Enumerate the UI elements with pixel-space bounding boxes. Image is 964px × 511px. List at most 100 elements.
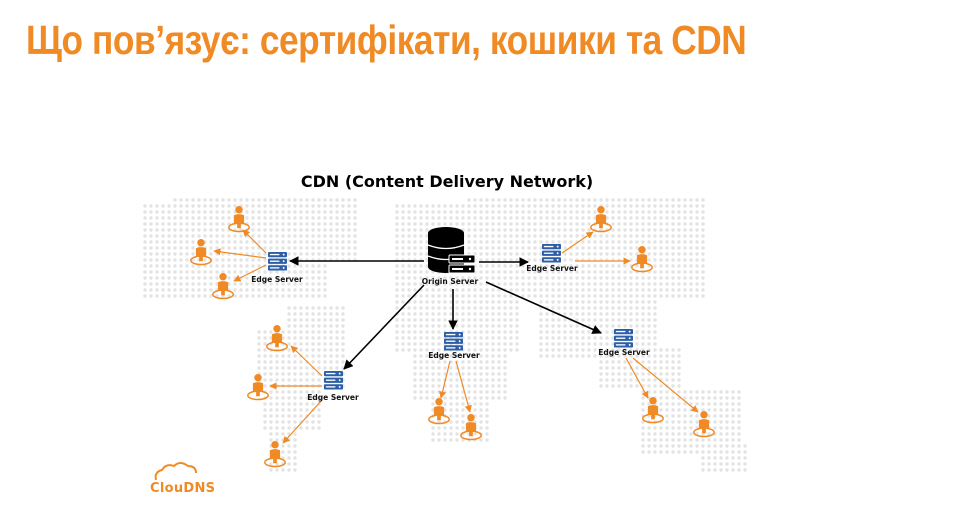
map-dot [479,426,483,430]
map-dot [599,276,603,280]
map-dot [335,198,339,202]
map-dot [173,252,177,256]
map-dot [659,444,663,448]
map-dot [647,222,651,226]
map-dot [563,204,567,208]
map-dot [161,234,165,238]
map-dot [143,270,147,274]
map-dot [419,324,423,328]
map-dot [659,246,663,250]
map-dot [455,204,459,208]
map-dot [323,318,327,322]
map-dot [443,390,447,394]
map-dot [203,288,207,292]
map-dot [653,330,657,334]
map-dot [263,354,267,358]
map-dot [155,228,159,232]
map-dot [455,312,459,316]
map-dot [419,300,423,304]
map-dot [563,324,567,328]
map-dot [641,216,645,220]
map-dot [731,396,735,400]
map-dot [425,204,429,208]
map-dot [677,258,681,262]
map-dot [539,324,543,328]
map-dot [575,312,579,316]
map-dot [641,342,645,346]
map-dot [287,198,291,202]
map-dot [539,216,543,220]
map-dot [509,204,513,208]
map-dot [149,264,153,268]
map-dot [551,354,555,358]
map-dot [701,258,705,262]
map-dot [599,342,603,346]
map-dot [281,468,285,472]
map-dot [473,354,477,358]
map-dot [569,282,573,286]
map-dot [425,276,429,280]
map-dot [323,240,327,244]
map-dot [311,354,315,358]
map-dot [737,396,741,400]
map-dot [311,246,315,250]
map-dot [245,246,249,250]
map-dot [161,264,165,268]
map-dot [641,396,645,400]
map-dot [581,222,585,226]
map-dot [173,246,177,250]
map-dot [611,228,615,232]
origin-to-edge-as-arrow [485,281,602,334]
map-dot [677,294,681,298]
map-dot [497,342,501,346]
map-dot [467,384,471,388]
map-dot [545,294,549,298]
map-dot [719,390,723,394]
map-dot [689,450,693,454]
map-dot [647,390,651,394]
map-dot [485,264,489,268]
map-dot [605,384,609,388]
map-dot [485,234,489,238]
map-dot [677,234,681,238]
map-dot [515,276,519,280]
map-dot [521,258,525,262]
map-dot [317,222,321,226]
map-dot [311,198,315,202]
map-dot [629,228,633,232]
map-dot [563,312,567,316]
map-dot [497,384,501,388]
map-dot [455,354,459,358]
map-dot [161,270,165,274]
map-dot [599,306,603,310]
map-dot [299,312,303,316]
map-dot [407,288,411,292]
map-dot [689,408,693,412]
map-dot [221,198,225,202]
map-dot [437,342,441,346]
map-dot [461,360,465,364]
map-dot [653,324,657,328]
map-dot [731,432,735,436]
map-dot [641,360,645,364]
map-dot [629,348,633,352]
map-dot [605,252,609,256]
map-dot [305,402,309,406]
map-dot [191,252,195,256]
map-dot [401,330,405,334]
map-dot [545,240,549,244]
map-dot [311,348,315,352]
map-dot [671,402,675,406]
map-dot [503,234,507,238]
map-dot [293,372,297,376]
cloud-icon [154,462,197,481]
map-dot [629,384,633,388]
map-dot [713,444,717,448]
map-dot [305,204,309,208]
map-dot [605,330,609,334]
map-dot [167,252,171,256]
map-dot [281,282,285,286]
map-dot [449,420,453,424]
map-dot [437,348,441,352]
map-dot [539,264,543,268]
